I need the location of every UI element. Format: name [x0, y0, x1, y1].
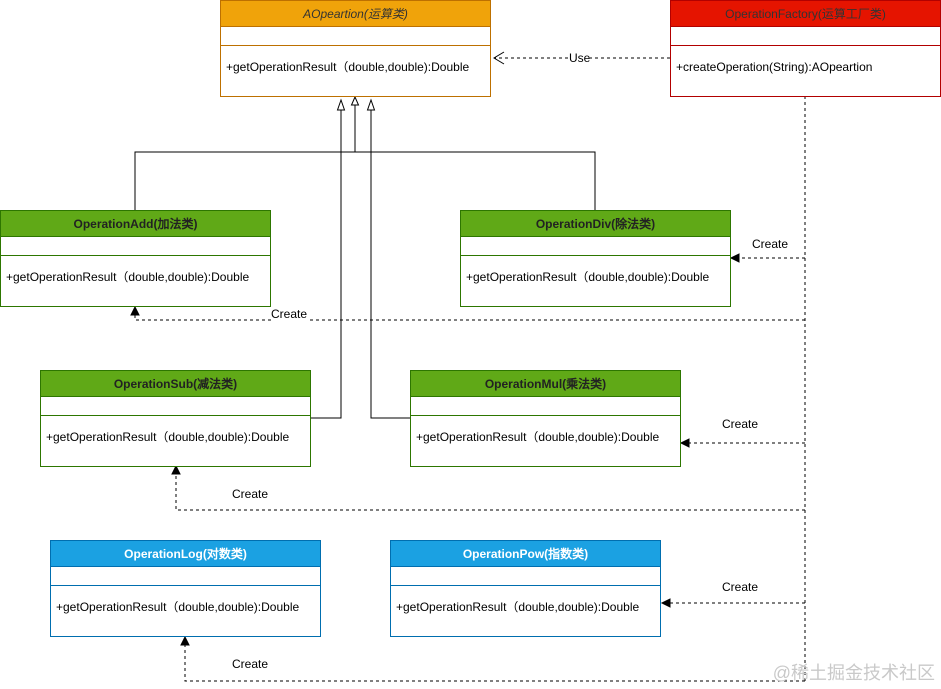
inherit-add-line	[134, 151, 355, 210]
inheritance-lines	[134, 105, 596, 419]
class-name: OperationFactory(运算工厂类)	[671, 1, 940, 27]
class-operation-factory[interactable]: OperationFactory(运算工厂类) +createOperation…	[670, 0, 941, 97]
class-name: OperationAdd(加法类)	[1, 211, 270, 237]
use-arrowhead	[493, 51, 505, 65]
create-log-line	[184, 644, 805, 682]
watermark-text: @稀土掘金技术社区	[772, 663, 935, 683]
create-label-log: Create	[232, 657, 269, 671]
class-attributes	[391, 567, 660, 586]
create-arrowheads	[130, 253, 740, 646]
create-head-sub	[171, 464, 181, 475]
class-name: OperationSub(减法类)	[41, 371, 310, 397]
use-dependency	[493, 51, 670, 65]
class-method: +getOperationResult（double,double):Doubl…	[416, 430, 660, 444]
class-name: OperationLog(对数类)	[51, 541, 320, 567]
class-operation-add[interactable]: OperationAdd(加法类) +getOperationResult（do…	[0, 210, 271, 307]
create-head-div	[729, 253, 740, 263]
class-method: +getOperationResult（double,double):Doubl…	[396, 600, 640, 614]
class-operation-mul[interactable]: OperationMul(乘法类) +getOperationResult（do…	[410, 370, 681, 467]
class-attributes	[51, 567, 320, 586]
class-aopeartion[interactable]: AOpeartion(运算类) +getOperationResult（doub…	[220, 0, 491, 97]
use-label: Use	[569, 51, 591, 65]
class-operation-log[interactable]: OperationLog(对数类) +getOperationResult（do…	[50, 540, 321, 637]
class-attributes	[221, 27, 490, 46]
create-label-sub: Create	[232, 487, 269, 501]
class-operation-div[interactable]: OperationDiv(除法类) +getOperationResult（do…	[460, 210, 731, 307]
class-name: OperationDiv(除法类)	[461, 211, 730, 237]
class-method: +getOperationResult（double,double):Doubl…	[466, 270, 710, 284]
class-operation-sub[interactable]: OperationSub(减法类) +getOperationResult（do…	[40, 370, 311, 467]
inherit-sub-line	[311, 110, 342, 419]
create-head-pow	[660, 598, 671, 608]
class-attributes	[1, 237, 270, 256]
create-dependencies	[134, 96, 806, 682]
inherit-head-trunk	[350, 95, 360, 106]
class-name: AOpeartion(运算类)	[221, 1, 490, 27]
class-operation-pow[interactable]: OperationPow(指数类) +getOperationResult（do…	[390, 540, 661, 637]
class-method: +getOperationResult（double,double):Doubl…	[56, 600, 300, 614]
create-head-log	[180, 635, 190, 646]
class-method: +getOperationResult（double,double):Doubl…	[226, 60, 470, 74]
inherit-div-line	[355, 151, 596, 210]
inherit-head-mul	[366, 98, 376, 111]
inherit-mul-line	[370, 110, 410, 419]
create-label-mul: Create	[722, 417, 759, 431]
create-label-pow: Create	[722, 580, 759, 594]
inherit-head-sub	[336, 98, 346, 111]
create-label-add: Create	[271, 307, 308, 321]
create-add-line	[134, 315, 805, 321]
class-attributes	[411, 397, 680, 416]
class-attributes	[41, 397, 310, 416]
create-label-div: Create	[752, 237, 789, 251]
class-attributes	[461, 237, 730, 256]
create-sub-line	[175, 474, 805, 511]
inheritance-arrowheads	[336, 95, 376, 111]
class-method: +createOperation(String):AOpeartion	[676, 60, 873, 74]
create-head-add	[130, 305, 140, 316]
class-name: OperationMul(乘法类)	[411, 371, 680, 397]
class-attributes	[671, 27, 940, 46]
class-method: +getOperationResult（double,double):Doubl…	[46, 430, 290, 444]
class-name: OperationPow(指数类)	[391, 541, 660, 567]
create-head-mul	[679, 438, 690, 448]
class-method: +getOperationResult（double,double):Doubl…	[6, 270, 250, 284]
